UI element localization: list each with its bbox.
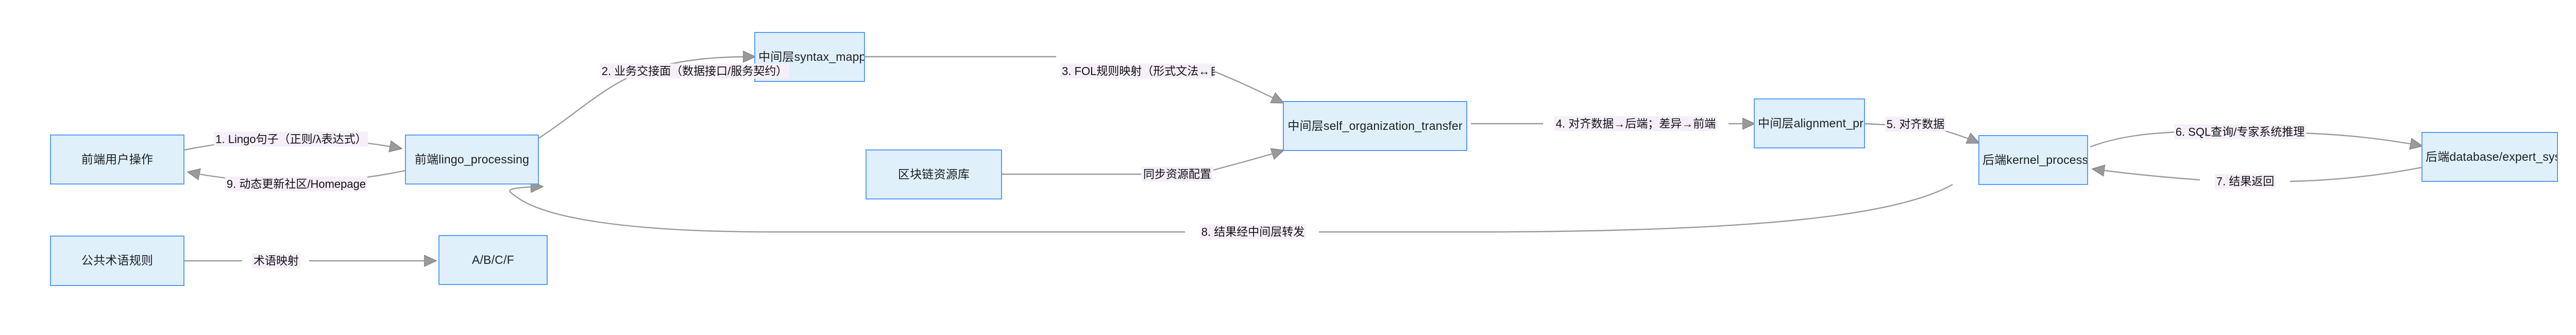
node-abcf[interactable]: A/B/C/F	[438, 235, 548, 285]
node-label: 后端database/expert_system	[2426, 150, 2557, 163]
node-syntax-mapping[interactable]: 中间层syntax_mapping	[754, 32, 865, 82]
edge-label-2: 2. 业务交接面（数据接口/服务契约）	[600, 63, 789, 79]
edge-label-text: 8. 结果经中间层转发	[1201, 225, 1305, 239]
edge-label-text: 4. 对齐数据→后端；差异→前端	[1555, 117, 1716, 130]
node-alignment-processor[interactable]: 中间层alignment_processor/difference_detect…	[1754, 98, 1865, 148]
edge-label-text: 7. 结果返回	[2216, 175, 2275, 188]
node-label: 公共术语规则	[81, 254, 154, 267]
node-label: A/B/C/F	[472, 253, 514, 266]
node-label: 中间层self_organization_transfer	[1287, 119, 1463, 132]
edge-label-8: 8. 结果经中间层转发	[1199, 224, 1307, 240]
edge-label-sync: 同步资源配置	[1141, 166, 1213, 182]
edge-label-text: 2. 业务交接面（数据接口/服务契约）	[601, 64, 788, 78]
edge-label-7: 7. 结果返回	[2214, 174, 2276, 189]
node-label: 中间层syntax_mapping	[758, 50, 864, 63]
node-lingo-processing[interactable]: 前端lingo_processing	[405, 135, 539, 185]
node-self-organization-transfer[interactable]: 中间层self_organization_transfer	[1283, 101, 1467, 151]
node-label: 前端用户操作	[81, 153, 154, 166]
edge-label-6: 6. SQL查询/专家系统推理	[2174, 124, 2307, 140]
edge-label-term-mapping: 术语映射	[251, 253, 301, 269]
node-frontend-user[interactable]: 前端用户操作	[50, 135, 184, 185]
edge-label-1: 1. Lingo句子（正则/λ表达式）	[214, 131, 368, 147]
edge-label-text: 9. 动态更新社区/Homepage	[226, 177, 366, 191]
edge-label-9: 9. 动态更新社区/Homepage	[225, 176, 368, 192]
edge-label-text: 1. Lingo句子（正则/λ表达式）	[215, 132, 367, 146]
edge-label-text: 术语映射	[253, 254, 299, 267]
node-blockchain-repo[interactable]: 区块链资源库	[866, 149, 1002, 199]
node-label: 前端lingo_processing	[414, 153, 530, 166]
edge-label-3: 3. FOL规则映射（形式文法↔自然语法	[1060, 63, 1215, 79]
node-database-expert-system[interactable]: 后端database/expert_system	[2421, 132, 2558, 182]
node-label: 中间层alignment_processor/difference_detect…	[1758, 116, 1864, 130]
edge-label-4: 4. 对齐数据→后端；差异→前端	[1554, 116, 1718, 131]
node-label: 区块链资源库	[897, 167, 970, 181]
edge-label-text: 同步资源配置	[1143, 167, 1212, 181]
node-label: 后端kernel_processing	[1982, 153, 2087, 166]
node-kernel-processing[interactable]: 后端kernel_processing	[1978, 135, 2088, 185]
edge-label-5: 5. 对齐数据	[1885, 116, 1946, 132]
node-common-terms[interactable]: 公共术语规则	[50, 236, 184, 286]
edge-label-text: 5. 对齐数据	[1886, 118, 1945, 131]
edge-label-text: 3. FOL规则映射（形式文法↔自然语法	[1062, 64, 1215, 78]
edge-label-text: 6. SQL查询/专家系统推理	[2175, 125, 2305, 139]
